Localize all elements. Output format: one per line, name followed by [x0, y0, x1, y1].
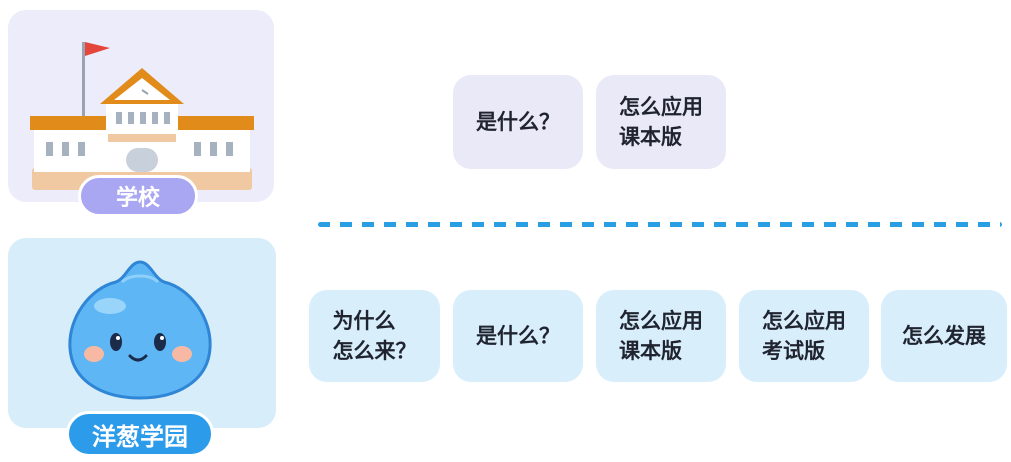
- onion-mascot-icon: [68, 260, 212, 400]
- card-line: 是什么？: [476, 324, 560, 348]
- dashed-divider: [318, 222, 1002, 227]
- school-card-apply-textbook: 怎么应用 课本版: [596, 75, 726, 169]
- school-card-what: 是什么？: [453, 75, 583, 169]
- card-line: 课本版: [619, 339, 682, 363]
- yangcong-card-development: 怎么发展: [881, 290, 1007, 382]
- yangcong-card-what: 是什么？: [453, 290, 583, 382]
- card-line: 考试版: [762, 339, 825, 363]
- card-line: 怎么应用: [619, 95, 703, 119]
- card-line: 课本版: [619, 125, 682, 149]
- school-building-icon: [30, 42, 254, 190]
- school-label: 学校: [78, 175, 198, 217]
- yangcong-label: 洋葱学园: [66, 411, 214, 457]
- card-line: 怎么应用: [619, 309, 703, 333]
- card-line: 怎么发展: [902, 324, 986, 348]
- card-line: 是什么？: [476, 110, 560, 134]
- card-line: 怎么来？: [332, 339, 417, 363]
- yangcong-card-apply-textbook: 怎么应用 课本版: [596, 290, 726, 382]
- card-line: 为什么: [332, 309, 396, 333]
- yangcong-card-apply-exam: 怎么应用 考试版: [739, 290, 869, 382]
- card-line: 怎么应用: [762, 309, 846, 333]
- yangcong-card-why-origin: 为什么 怎么来？: [309, 290, 440, 382]
